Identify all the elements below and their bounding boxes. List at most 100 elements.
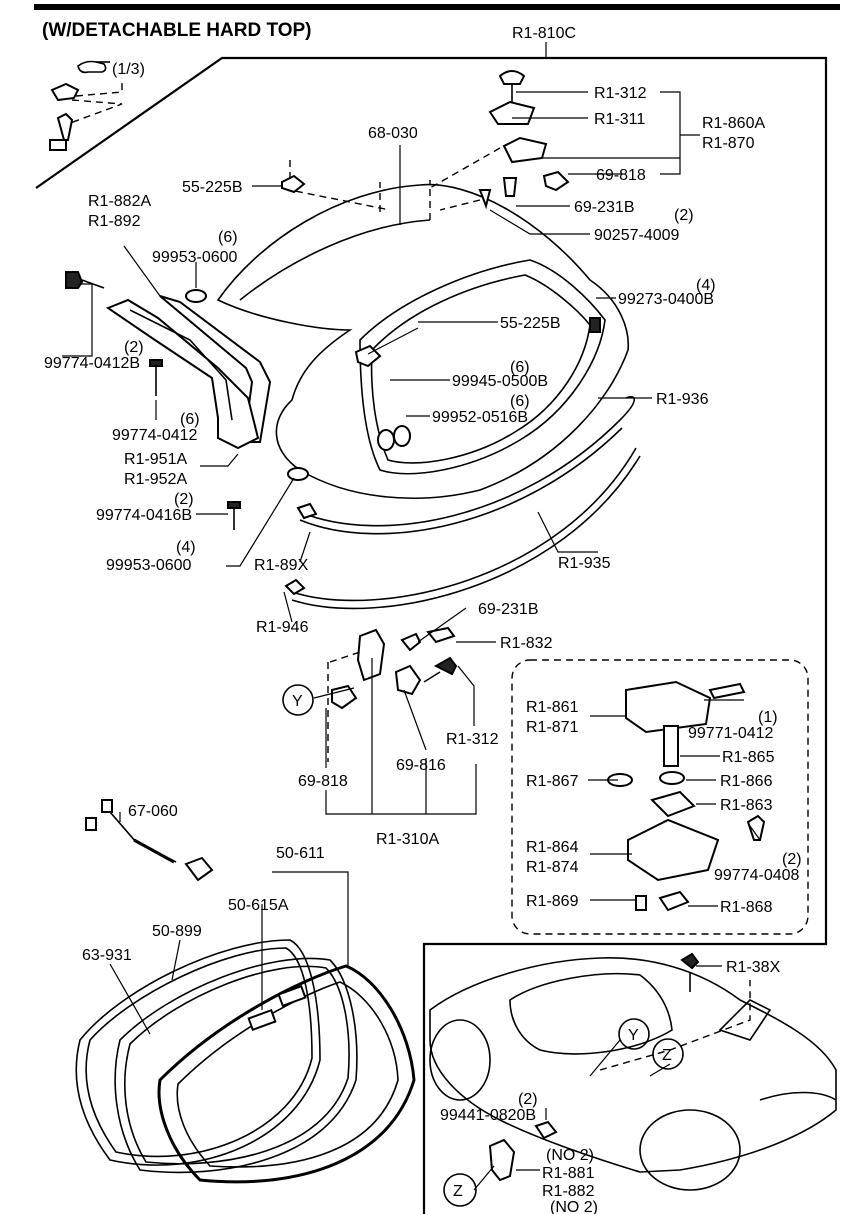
washer-99952 [393, 425, 411, 447]
label-r1-867: R1-867 [526, 773, 579, 790]
label-99953-qty-top: (6) [218, 229, 238, 246]
callout-circle-y-right [618, 1018, 650, 1050]
label-r1-312-top: R1-312 [594, 85, 647, 102]
label-r1-892: R1-892 [88, 213, 141, 230]
diagram-title: (W/DETACHABLE HARD TOP) [42, 20, 312, 41]
vehicle-outline [429, 952, 837, 1191]
part-labels: R1-810C R1-312 R1-311 R1-860A R1-870 69-… [44, 25, 802, 1214]
label-r1-882a: R1-882A [88, 193, 151, 210]
label-99774-0412-qty: (6) [180, 411, 200, 428]
callout-z-right: Z [662, 1047, 672, 1064]
nut-99945 [377, 429, 395, 451]
label-99441-0820b: 99441-0820B [440, 1107, 536, 1124]
leader-lines [62, 42, 761, 1191]
label-99774-0408: 99774-0408 [714, 867, 800, 884]
clip-55-225b-top [281, 174, 306, 194]
hard-top-shell [216, 160, 630, 499]
label-no2-a: (NO 2) [546, 1147, 594, 1164]
label-r1-866: R1-866 [720, 773, 773, 790]
label-r1-89x: R1-89X [254, 557, 309, 574]
label-69-231b-mid: 69-231B [478, 601, 539, 618]
callout-y-right: Y [628, 1027, 639, 1044]
label-r1-870: R1-870 [702, 135, 755, 152]
label-99952-0516b: 99952-0516B [432, 409, 528, 426]
label-99774-0412b-qty: (2) [124, 339, 144, 356]
label-r1-936: R1-936 [656, 391, 709, 408]
label-69-818-top: 69-818 [596, 167, 646, 184]
label-no2-b: (NO 2) [550, 1199, 598, 1214]
label-r1-312-mid: R1-312 [446, 731, 499, 748]
callout-circle-z-right [652, 1038, 684, 1070]
rear-window-group [75, 939, 416, 1184]
rear-fittings [429, 70, 570, 211]
weatherstrips [284, 396, 641, 610]
callout-y-left: Y [292, 693, 303, 710]
left-screws [65, 271, 309, 530]
label-99953-0600-top: 99953-0600 [152, 249, 238, 266]
callout-circle-z-bottom [443, 1173, 477, 1207]
label-r1-874: R1-874 [526, 859, 579, 876]
label-99441-qty: (2) [518, 1091, 538, 1108]
hand-pointer-icon [77, 60, 110, 74]
label-r1-951a: R1-951A [124, 451, 187, 468]
callout-circle-y-left [282, 684, 314, 716]
label-99945-0500b: 99945-0500B [452, 373, 548, 390]
label-99774-0408-qty: (2) [782, 851, 802, 868]
label-r1-946: R1-946 [256, 619, 309, 636]
label-99273-0400b: 99273-0400B [618, 291, 714, 308]
label-68-030: 68-030 [368, 125, 418, 142]
label-99273-qty: (4) [696, 277, 716, 294]
callout-z-bottom: Z [453, 1183, 463, 1200]
label-69-818-mid: 69-818 [298, 773, 348, 790]
label-99774-0412b: 99774-0412B [44, 355, 140, 372]
label-99953-qty-bot: (4) [176, 539, 196, 556]
latch-assembly [327, 626, 458, 762]
label-55-225b-top: 55-225B [182, 179, 243, 196]
label-r1-863: R1-863 [720, 797, 773, 814]
label-99771-0412: 99771-0412 [688, 725, 774, 742]
label-r1-882: R1-882 [542, 1183, 595, 1200]
label-55-225b-mid: 55-225B [500, 315, 561, 332]
label-99774-0416b: 99774-0416B [96, 507, 192, 524]
label-r1-881: R1-881 [542, 1165, 595, 1182]
handle-parts [607, 680, 766, 912]
main-frame-border [35, 56, 828, 1214]
label-50-615a: 50-615A [228, 897, 289, 914]
label-99953-0600-bot: 99953-0600 [106, 557, 192, 574]
label-99774-0416b-qty: (2) [174, 491, 194, 508]
label-69-231b-top: 69-231B [574, 199, 635, 216]
label-67-060: 67-060 [128, 803, 178, 820]
label-r1-832: R1-832 [500, 635, 553, 652]
label-50-611: 50-611 [276, 845, 325, 862]
label-r1-861: R1-861 [526, 699, 579, 716]
label-99952-qty: (6) [510, 393, 530, 410]
label-r1-311: R1-311 [594, 111, 645, 128]
clip-detail-icon [49, 78, 123, 151]
label-90257-qty: (2) [674, 207, 694, 224]
label-99771-qty: (1) [758, 709, 778, 726]
label-r1-38x: R1-38X [726, 959, 781, 976]
label-r1-865: R1-865 [722, 749, 775, 766]
label-r1-310a: R1-310A [376, 831, 439, 848]
cable-67-060 [85, 799, 214, 882]
label-90257-4009: 90257-4009 [594, 227, 680, 244]
top-rule [34, 4, 840, 10]
detail-inset-box [511, 659, 809, 935]
page-reference: (1/3) [112, 61, 145, 78]
washer-99953-top [185, 289, 207, 303]
label-r1-952a: R1-952A [124, 471, 187, 488]
label-r1-868: R1-868 [720, 899, 773, 916]
label-r1-871: R1-871 [526, 719, 579, 736]
label-r1-860a: R1-860A [702, 115, 765, 132]
label-69-816: 69-816 [396, 757, 446, 774]
label-r1-869: R1-869 [526, 893, 579, 910]
label-50-899: 50-899 [152, 923, 202, 940]
nut-99273 [589, 317, 601, 333]
label-r1-935: R1-935 [558, 555, 611, 572]
label-r1-810c: R1-810C [512, 25, 576, 42]
label-99945-qty: (6) [510, 359, 530, 376]
label-63-931: 63-931 [82, 947, 132, 964]
label-99774-0412: 99774-0412 [112, 427, 198, 444]
label-r1-864: R1-864 [526, 839, 579, 856]
